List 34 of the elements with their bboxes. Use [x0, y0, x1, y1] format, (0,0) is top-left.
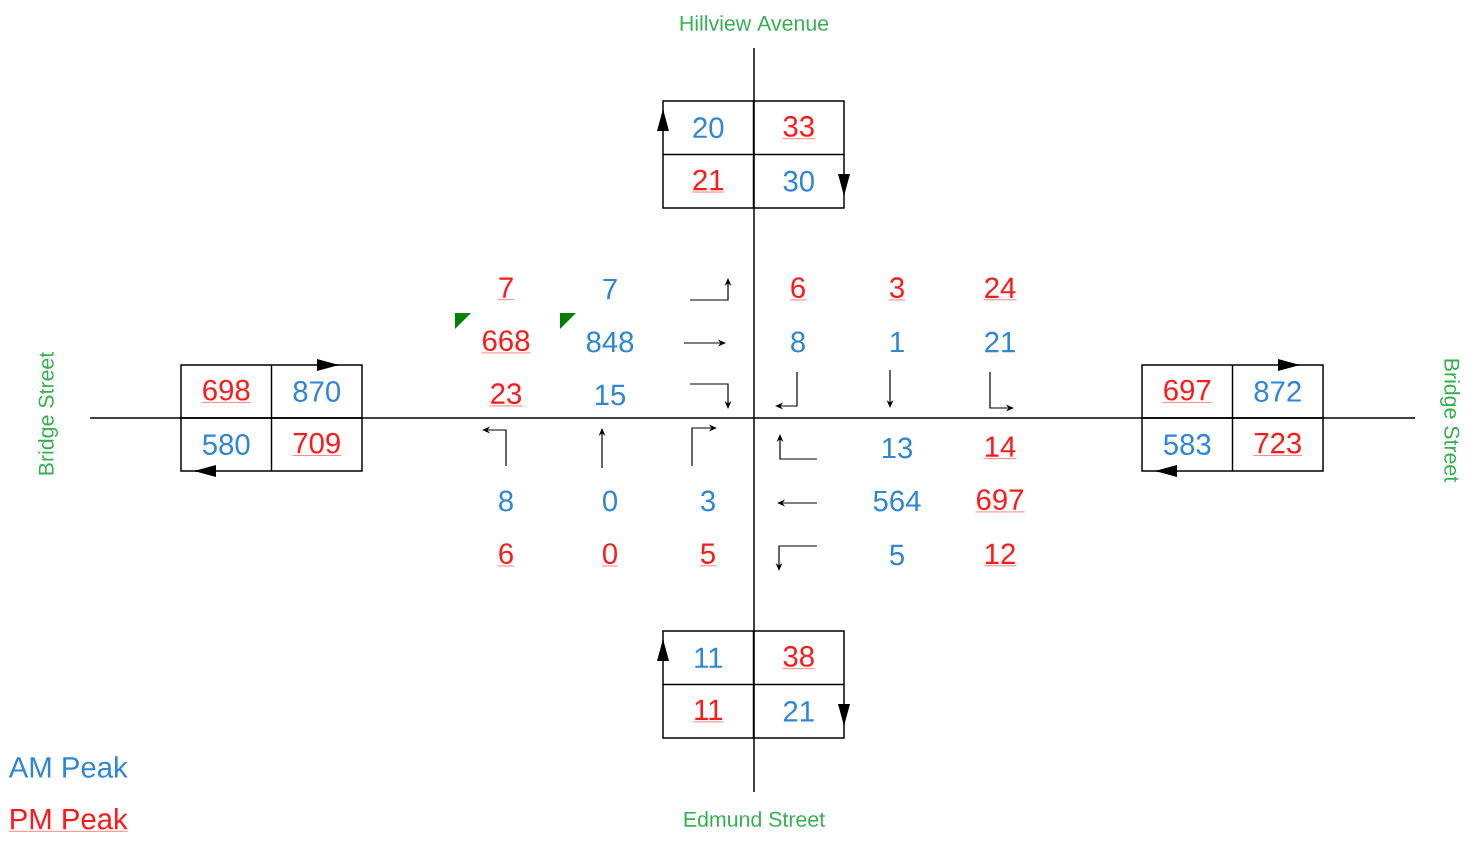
legend-entry: PM Peak	[8, 807, 128, 832]
street-name: Bridge Street	[38, 351, 58, 475]
count-value: 5	[890, 544, 904, 566]
count-value: 564	[873, 490, 921, 512]
count-box: 20 33 21 30	[657, 100, 850, 209]
count-value: 3	[888, 277, 906, 301]
street-name: Bridge Street	[1440, 359, 1460, 483]
count-value: 1	[891, 331, 904, 353]
count-value: 6	[789, 277, 807, 301]
count-value: 21	[985, 331, 1015, 353]
count-value: 848	[586, 331, 634, 353]
count-box: 698 870 580 709	[180, 359, 363, 477]
legend-entry: AM Peak	[8, 756, 128, 778]
street-name: Edmund Street	[684, 811, 825, 827]
count-box: 11 38 11 21	[657, 630, 850, 739]
count-value: 3	[700, 490, 715, 512]
count-value: 13	[882, 437, 913, 459]
count-value: 0	[603, 490, 617, 512]
count-value: 24	[983, 277, 1017, 301]
count-value: 8	[499, 490, 513, 512]
count-value: 6	[497, 543, 515, 567]
count-value: 23	[489, 383, 523, 407]
count-value: 12	[983, 543, 1017, 567]
count-value: 14	[983, 436, 1017, 459]
count-value: 15	[595, 384, 626, 406]
count-value: 668	[481, 330, 531, 354]
count-value: 0	[601, 543, 619, 567]
street-name: Hillview Avenue	[680, 15, 829, 31]
count-value: 7	[497, 277, 515, 300]
count-value: 697	[975, 489, 1025, 513]
count-value: 5	[699, 543, 717, 567]
count-box: 697 872 583 723	[1141, 359, 1324, 477]
count-value: 7	[603, 278, 617, 300]
count-value: 8	[791, 331, 805, 353]
